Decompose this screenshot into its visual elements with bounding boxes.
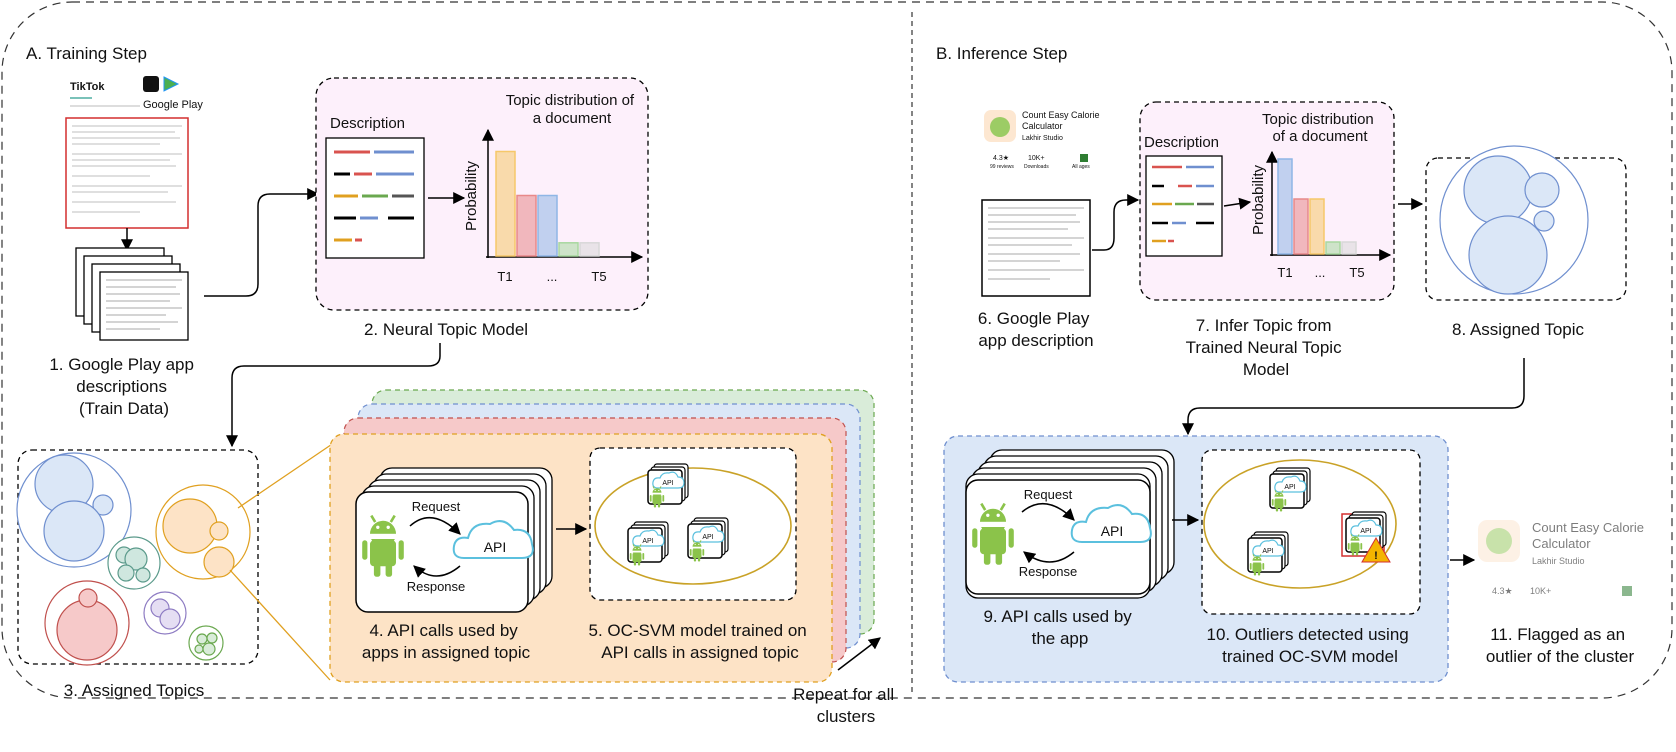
ntm-infer-tick-t1: T1 [1277, 265, 1292, 280]
topic-bar-1 [495, 150, 516, 257]
ntm-infer-desc-title: Description [1144, 134, 1219, 151]
ntm-train-tick-t1: T1 [497, 269, 512, 284]
ntm-infer-ylabel: Probability [1250, 164, 1267, 235]
topic-bar-3 [537, 194, 558, 257]
ntm-train-chart [482, 128, 644, 263]
step4-label: 4. API calls used by apps in assigned to… [362, 621, 531, 662]
topic-bar-4 [1325, 241, 1341, 255]
step6-label: 6. Google Play app description [978, 309, 1094, 350]
train-api-minicard [648, 464, 688, 508]
step3-label: 3. Assigned Topics [64, 681, 205, 700]
step8-label: 8. Assigned Topic [1452, 320, 1584, 339]
infer-api-minicard [1270, 468, 1310, 512]
train-response-label: Response [407, 579, 466, 594]
ntm-train-tick-dots: ... [547, 269, 558, 284]
train-api-minicard [628, 522, 668, 566]
topic-clusters [16, 452, 251, 666]
infer-doc [981, 199, 1091, 297]
train-api-cards [355, 467, 553, 613]
assigned-topic-cluster [1439, 145, 1589, 295]
train-app-page [65, 117, 189, 229]
google-play-logo: ♪ Google Play [143, 76, 203, 111]
infer-api-minicard [1248, 532, 1288, 576]
ntm-train-desc-card [325, 137, 425, 259]
infer-api-label: API [1101, 523, 1124, 539]
ntm-infer-chart-title: Topic distribution of a document [1262, 111, 1378, 145]
outlier-api-card [1341, 512, 1386, 557]
ntm-infer-tick-t5: T5 [1349, 265, 1364, 280]
train-ocsvm-boundary [594, 467, 792, 585]
step2-label: 2. Neural Topic Model [364, 320, 528, 339]
svg-text:All ages: All ages [1072, 164, 1090, 170]
svg-text:10K+: 10K+ [1028, 155, 1045, 162]
svg-text:Lakhir Studio: Lakhir Studio [1022, 135, 1063, 142]
step7-label: 7. Infer Topic from Trained Neural Topic… [1186, 316, 1347, 379]
ntm-train-ylabel: Probability [463, 160, 480, 231]
topic-bar-1 [1277, 158, 1293, 255]
topic-bar-2 [516, 194, 537, 257]
ntm-train-chart-title: Topic distribution of a document [506, 92, 639, 127]
ntm-infer-tick-dots: ... [1315, 265, 1326, 280]
topic-bar-5 [579, 242, 600, 257]
svg-text:4.3★: 4.3★ [993, 154, 1009, 162]
warning-icon: ! [1361, 537, 1391, 563]
inference-title: B. Inference Step [936, 44, 1067, 63]
tiktok-logo: TikTok [70, 81, 140, 107]
topic-bar-4 [558, 242, 579, 257]
infer-response-label: Response [1019, 564, 1078, 579]
training-title: A. Training Step [26, 44, 147, 63]
ntm-train-tick-t5: T5 [591, 269, 606, 284]
svg-text:4.3★: 4.3★ [1492, 586, 1513, 596]
topic-bar-5 [1341, 241, 1357, 255]
topic-bar-3 [1309, 198, 1325, 255]
svg-text:Google Play: Google Play [143, 99, 203, 111]
step11-label: 11. Flagged as an outlier of the cluster [1486, 625, 1635, 666]
train-request-label: Request [412, 499, 461, 514]
step5-label: 5. OC-SVM model trained on API calls in … [589, 621, 812, 662]
svg-text:10K+: 10K+ [1530, 586, 1551, 596]
ntm-train-desc-title: Description [330, 115, 405, 132]
ntm-infer-desc-card [1145, 155, 1223, 257]
train-api-minicard [688, 518, 728, 562]
infer-ocsvm-boundary [1203, 459, 1397, 589]
step9-label: 9. API calls used by the app [983, 607, 1136, 648]
train-api-label: API [484, 539, 507, 555]
infer-request-label: Request [1024, 487, 1073, 502]
svg-text:99 reviews: 99 reviews [990, 164, 1014, 170]
infer-ocsvm-box [1201, 449, 1421, 615]
topic-bar-2 [1293, 198, 1309, 255]
repeat-label: Repeat for all clusters [793, 685, 899, 726]
svg-text:!: ! [1374, 550, 1378, 562]
outer-frame [1, 1, 1673, 699]
svg-text:Downloads: Downloads [1024, 164, 1049, 170]
ntm-infer-chart [1266, 150, 1392, 261]
step10-label: 10. Outliers detected using trained OC-S… [1207, 625, 1414, 666]
svg-text:Lakhir Studio: Lakhir Studio [1532, 556, 1585, 566]
step1-label: 1. Google Play app descriptions (Train D… [49, 355, 198, 418]
svg-text:♪: ♪ [148, 80, 154, 92]
svg-text:TikTok: TikTok [70, 81, 105, 93]
train-docs-stack [75, 247, 189, 341]
